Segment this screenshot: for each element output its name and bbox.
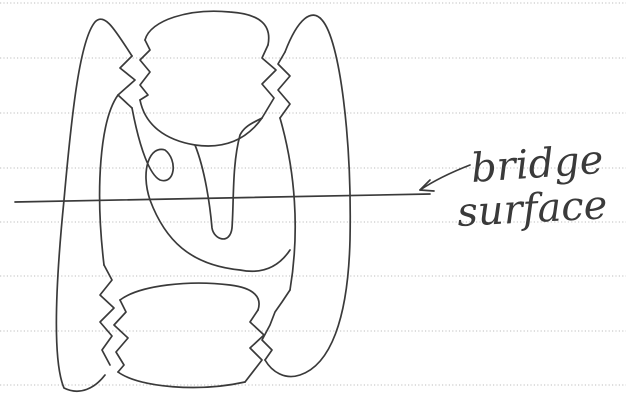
inner-left-strand xyxy=(100,95,118,265)
bridge-surface-line xyxy=(15,194,430,202)
annotation-surface: surface xyxy=(456,182,608,236)
outer-left-strand xyxy=(56,19,132,391)
inner-right-strand xyxy=(280,118,295,290)
bottom-left-twists xyxy=(100,265,128,372)
top-left-twists xyxy=(118,40,150,108)
middle-hook xyxy=(132,108,290,271)
middle-curl xyxy=(195,118,262,239)
top-right-twists xyxy=(262,45,290,118)
bottom-disk xyxy=(118,283,259,387)
bottom-right-twists xyxy=(245,290,290,382)
arrow xyxy=(420,165,470,191)
